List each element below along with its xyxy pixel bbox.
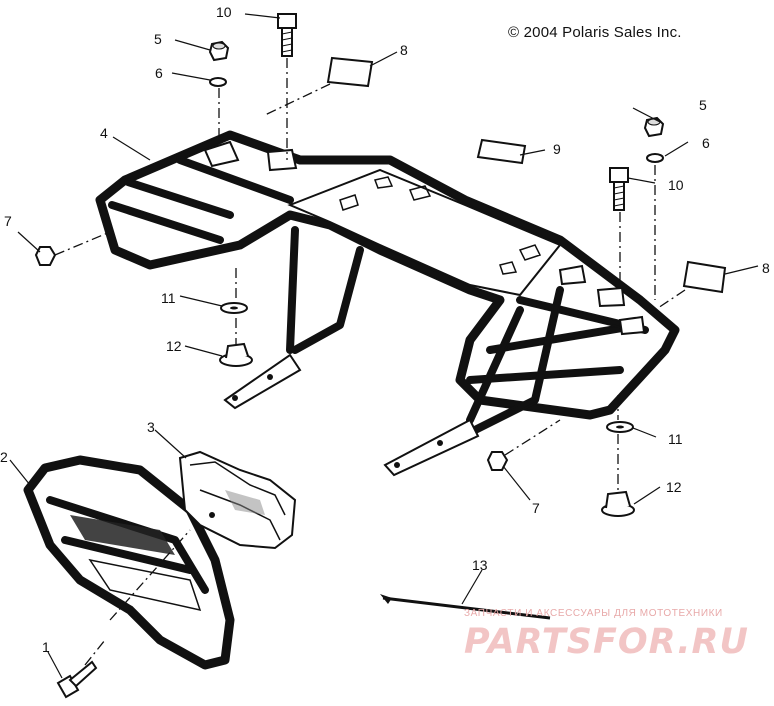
callout-7-left: 7 bbox=[4, 213, 12, 229]
callout-10-left: 10 bbox=[216, 4, 232, 20]
callouts: 10 5 6 8 4 5 6 9 10 7 8 11 12 3 2 7 11 1… bbox=[0, 4, 770, 655]
cap-nut-5-right bbox=[643, 116, 665, 138]
callout-3: 3 bbox=[147, 419, 155, 435]
callout-10-right: 10 bbox=[668, 177, 684, 193]
decal-9 bbox=[476, 138, 527, 165]
callout-13: 13 bbox=[472, 557, 488, 573]
clip-8-left bbox=[326, 56, 374, 88]
callout-8-left: 8 bbox=[400, 42, 408, 58]
watermark-logo: PARTSFOR.RU bbox=[464, 622, 749, 662]
flange-nut-12-left bbox=[219, 342, 253, 367]
cable-tie-13 bbox=[382, 596, 551, 620]
watermark-tagline: ЗАПЧАСТИ И АКСЕССУАРЫ ДЛЯ МОТОТЕХНИКИ bbox=[464, 608, 723, 619]
front-bumper bbox=[23, 455, 235, 670]
callout-11-right: 11 bbox=[668, 431, 683, 447]
callout-4: 4 bbox=[100, 125, 108, 141]
callout-12-right: 12 bbox=[666, 479, 682, 495]
callout-5-right: 5 bbox=[699, 97, 707, 113]
flange-nut-12-right bbox=[601, 490, 635, 517]
bolt-1 bbox=[56, 660, 98, 699]
callout-7-right: 7 bbox=[532, 500, 540, 516]
bumper-cover bbox=[178, 450, 297, 550]
clip-8-right bbox=[682, 260, 727, 294]
bolt-10-right bbox=[609, 167, 629, 211]
washer-6-left bbox=[209, 77, 227, 87]
callout-2: 2 bbox=[0, 449, 8, 465]
callout-1: 1 bbox=[42, 639, 50, 655]
washer-6-right bbox=[646, 153, 664, 163]
callout-11-left: 11 bbox=[161, 290, 176, 306]
callout-8-right: 8 bbox=[762, 260, 770, 276]
bolt-10-left bbox=[277, 13, 297, 57]
assembly-lines bbox=[54, 58, 686, 666]
callout-12-left: 12 bbox=[166, 338, 182, 354]
copyright-notice: © 2004 Polaris Sales Inc. bbox=[508, 24, 682, 41]
callout-6-left: 6 bbox=[155, 65, 163, 81]
callout-6-right: 6 bbox=[702, 135, 710, 151]
hardware bbox=[34, 13, 727, 699]
callout-5-left: 5 bbox=[154, 31, 162, 47]
cap-nut-5-left bbox=[208, 40, 230, 62]
leader-lines bbox=[9, 13, 759, 679]
nut-7-left bbox=[34, 246, 57, 266]
rear-rack-frame bbox=[95, 130, 680, 477]
callout-9: 9 bbox=[553, 141, 561, 157]
nut-7-right bbox=[486, 451, 509, 471]
